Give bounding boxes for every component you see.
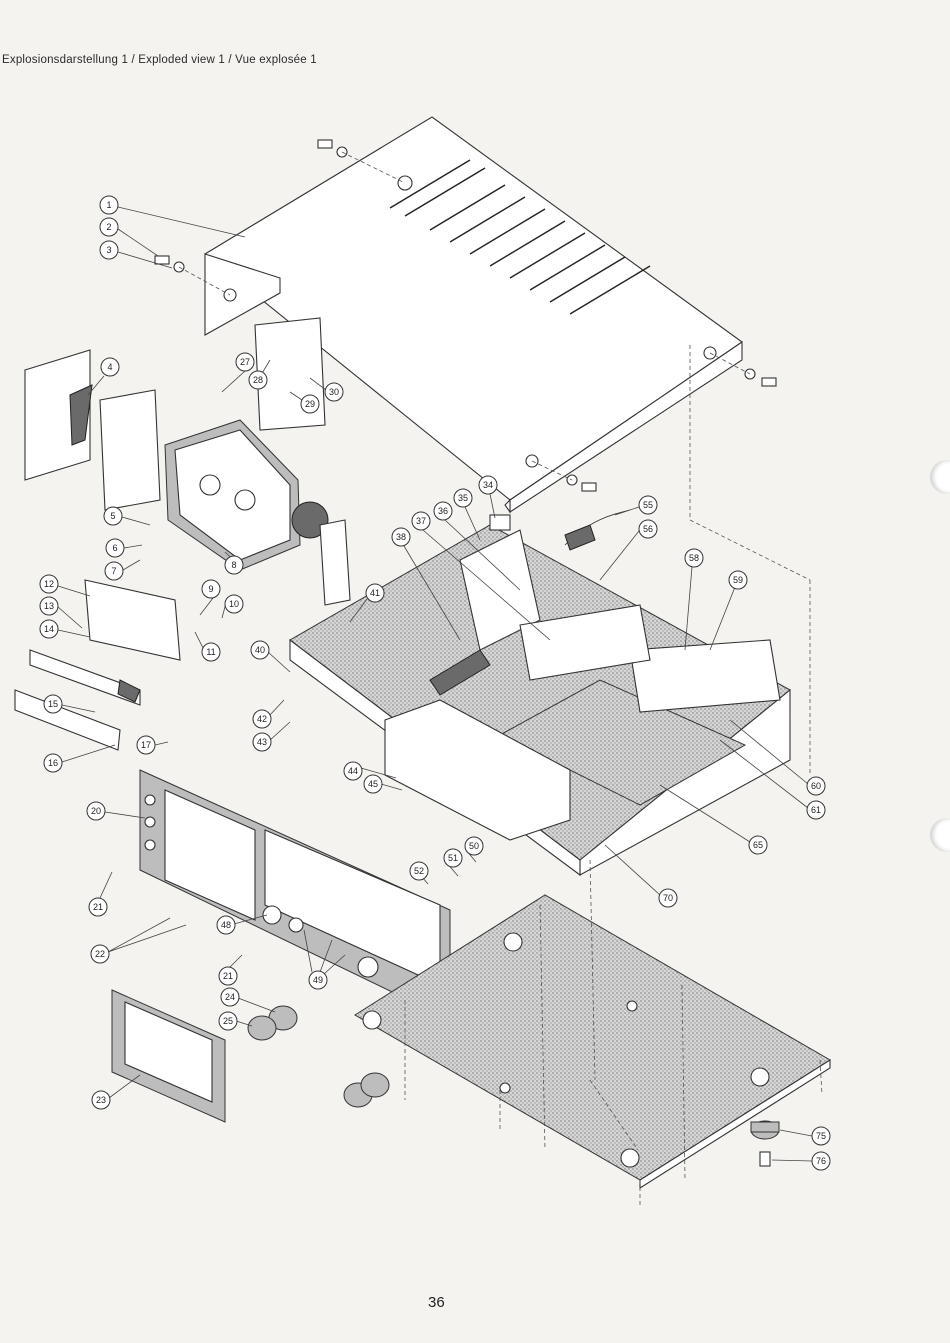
svg-text:60: 60	[811, 781, 821, 791]
svg-text:12: 12	[44, 579, 54, 589]
svg-text:65: 65	[753, 840, 763, 850]
svg-text:15: 15	[48, 699, 58, 709]
svg-text:1: 1	[106, 200, 111, 210]
svg-text:38: 38	[396, 532, 406, 542]
callout-10: 10	[222, 595, 243, 618]
power-cord	[565, 510, 630, 550]
callout-14: 14	[40, 620, 90, 638]
svg-text:41: 41	[370, 588, 380, 598]
callout-42: 42	[253, 700, 284, 728]
callout-20: 20	[87, 802, 145, 820]
svg-text:36: 36	[438, 506, 448, 516]
svg-text:37: 37	[416, 516, 426, 526]
svg-text:27: 27	[240, 357, 250, 367]
svg-text:51: 51	[448, 853, 458, 863]
callout-4: 4	[88, 358, 119, 395]
callout-5: 5	[104, 507, 150, 525]
callout-52: 52	[410, 862, 428, 884]
svg-text:49: 49	[313, 975, 323, 985]
svg-text:21: 21	[93, 902, 103, 912]
svg-text:3: 3	[106, 245, 111, 255]
callout-76: 76	[772, 1152, 830, 1170]
svg-text:21: 21	[223, 971, 233, 981]
callout-6: 6	[106, 539, 142, 557]
svg-text:76: 76	[816, 1156, 826, 1166]
svg-text:28: 28	[253, 375, 263, 385]
chassis	[290, 515, 790, 875]
callout-56: 56	[600, 520, 657, 580]
svg-text:5: 5	[110, 511, 115, 521]
front-trim	[15, 650, 140, 750]
svg-text:50: 50	[469, 841, 479, 851]
svg-text:45: 45	[368, 779, 378, 789]
svg-text:55: 55	[643, 500, 653, 510]
callout-70: 70	[605, 845, 677, 907]
cassette-door	[112, 990, 225, 1122]
svg-text:8: 8	[231, 560, 236, 570]
callout-24: 24	[221, 988, 275, 1012]
svg-text:59: 59	[733, 575, 743, 585]
svg-text:20: 20	[91, 806, 101, 816]
foot-assembly	[751, 1121, 779, 1166]
callout-25: 25	[219, 1012, 252, 1030]
svg-text:30: 30	[329, 387, 339, 397]
callout-75: 75	[780, 1127, 830, 1145]
svg-text:11: 11	[206, 647, 215, 657]
callout-59: 59	[710, 571, 747, 650]
callout-21a: 21	[89, 872, 112, 916]
callout-16: 16	[44, 745, 115, 772]
svg-text:61: 61	[811, 805, 821, 815]
svg-text:9: 9	[208, 584, 213, 594]
svg-text:43: 43	[257, 737, 267, 747]
svg-text:16: 16	[48, 758, 58, 768]
svg-text:42: 42	[257, 714, 267, 724]
top-cover	[205, 117, 742, 512]
callout-51: 51	[444, 849, 462, 876]
svg-text:6: 6	[112, 543, 117, 553]
cassette-mechanism	[25, 318, 350, 660]
svg-text:14: 14	[44, 624, 54, 634]
svg-text:4: 4	[107, 362, 112, 372]
callout-12: 12	[40, 575, 90, 596]
svg-text:22: 22	[95, 949, 105, 959]
callout-21b: 21	[219, 955, 242, 985]
callout-1: 1	[100, 196, 245, 237]
svg-text:75: 75	[816, 1131, 826, 1141]
svg-text:58: 58	[689, 553, 699, 563]
svg-text:7: 7	[111, 566, 116, 576]
svg-text:40: 40	[255, 645, 265, 655]
svg-text:17: 17	[141, 740, 151, 750]
callout-9: 9	[200, 580, 220, 615]
callout-7: 7	[105, 560, 140, 580]
svg-text:35: 35	[458, 493, 468, 503]
svg-text:48: 48	[221, 920, 231, 930]
svg-text:2: 2	[106, 222, 111, 232]
svg-text:29: 29	[305, 399, 315, 409]
svg-text:24: 24	[225, 992, 235, 1002]
svg-text:23: 23	[96, 1095, 106, 1105]
callout-40: 40	[251, 641, 290, 672]
callout-17: 17	[137, 736, 168, 754]
svg-text:10: 10	[229, 599, 239, 609]
svg-text:44: 44	[348, 766, 358, 776]
svg-text:52: 52	[414, 866, 424, 876]
svg-text:70: 70	[663, 893, 673, 903]
svg-text:25: 25	[223, 1016, 233, 1026]
callout-50: 50	[465, 837, 483, 862]
callout-23: 23	[92, 1075, 140, 1109]
callout-34: 34	[479, 476, 497, 518]
svg-text:56: 56	[643, 524, 653, 534]
page-number: 36	[428, 1294, 445, 1311]
callout-11: 11	[195, 632, 220, 661]
svg-text:13: 13	[44, 601, 54, 611]
front-panel	[140, 770, 450, 1020]
svg-text:34: 34	[483, 480, 493, 490]
callout-22: 22	[91, 918, 186, 963]
callout-27: 27	[222, 353, 254, 392]
